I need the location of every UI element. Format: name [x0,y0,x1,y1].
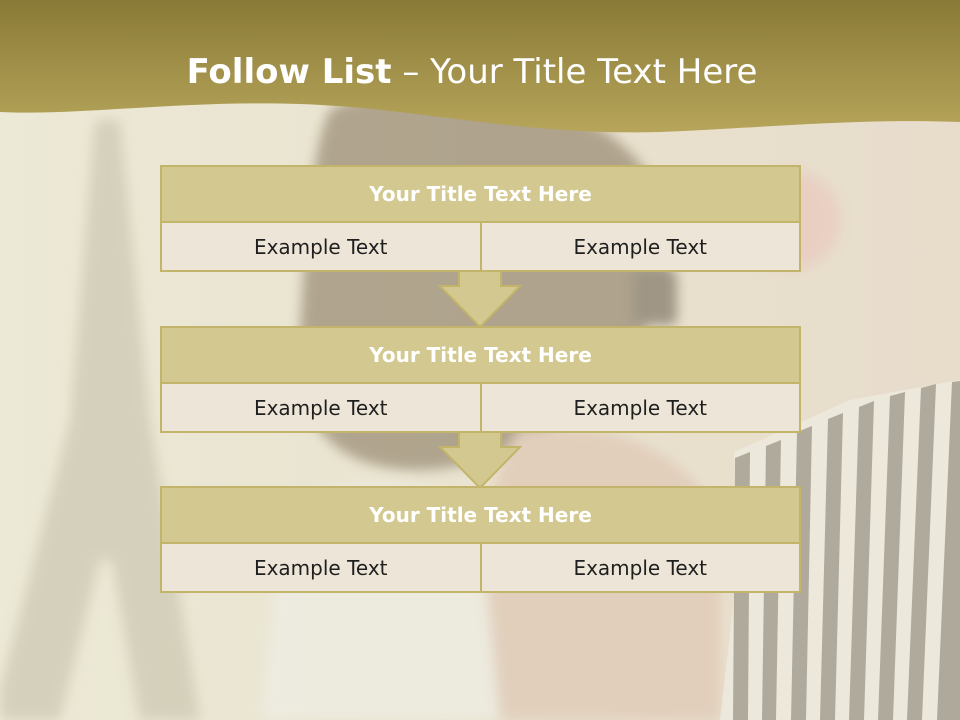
list-box-row: Example Text Example Text [160,223,801,272]
title-band [0,0,960,133]
list-box-2: Your Title Text Here Example Text Exampl… [160,326,801,433]
list-box-cell-right: Example Text [481,384,801,433]
slide-title: Follow List – Your Title Text Here [0,52,944,92]
list-box-row: Example Text Example Text [160,544,801,593]
list-box-row: Example Text Example Text [160,384,801,433]
list-box-3: Your Title Text Here Example Text Exampl… [160,486,801,593]
list-box-title: Your Title Text Here [160,486,801,544]
slide-title-rest: – Your Title Text Here [402,52,758,92]
list-box-cell-left: Example Text [160,544,482,593]
list-box-cell-left: Example Text [160,384,482,433]
down-arrow-icon [438,431,522,489]
list-box-cell-left: Example Text [160,223,482,272]
eiffel-tower-shape [0,120,200,720]
list-box-cell-right: Example Text [481,223,801,272]
slide-title-bold: Follow List [186,52,392,92]
list-box-title: Your Title Text Here [160,326,801,384]
down-arrow-icon [438,270,522,328]
phone-shape [632,270,677,325]
list-box-1: Your Title Text Here Example Text Exampl… [160,165,801,272]
list-box-cell-right: Example Text [481,544,801,593]
list-box-title: Your Title Text Here [160,165,801,223]
